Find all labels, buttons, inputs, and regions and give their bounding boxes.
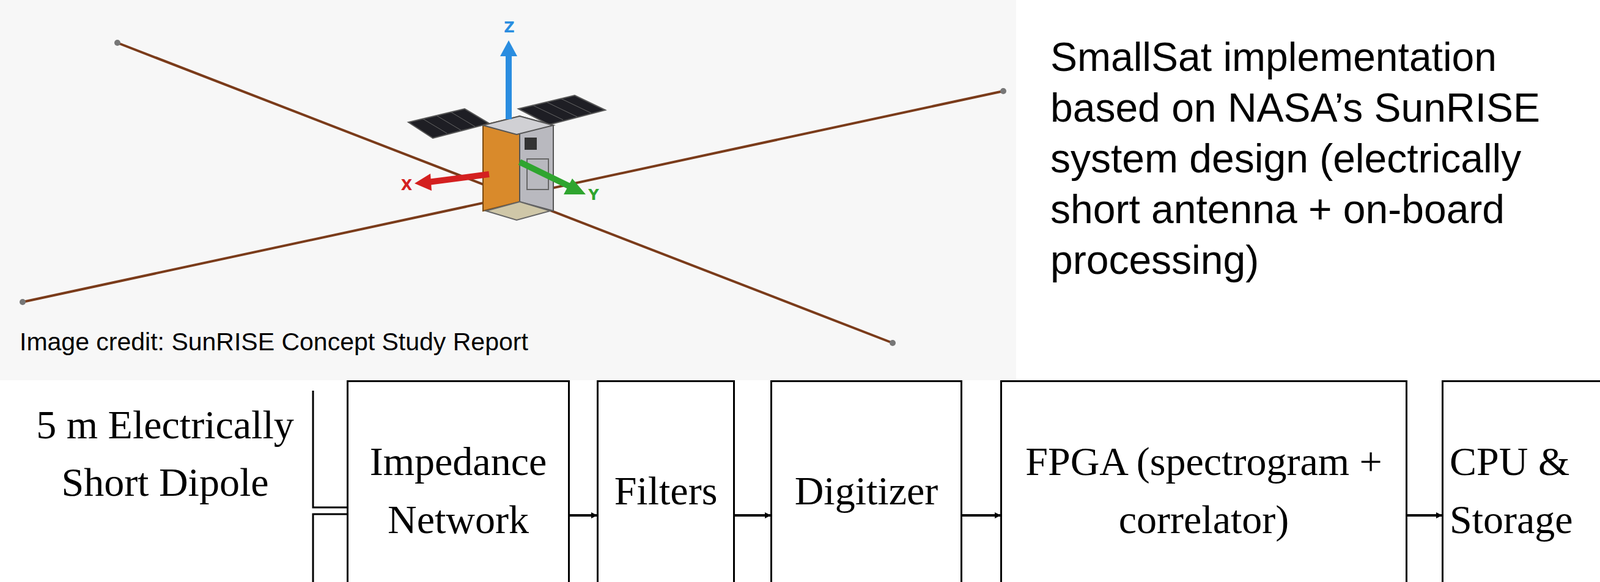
solar-panel — [408, 108, 490, 139]
box-text: Filters — [614, 461, 718, 520]
y-axis — [519, 162, 570, 187]
process-box: Filters — [596, 380, 735, 582]
signal-arrow — [734, 514, 771, 517]
antenna-element — [117, 42, 893, 343]
signal-arrow — [962, 514, 1001, 517]
component — [524, 137, 537, 150]
spacecraft-base — [486, 201, 551, 221]
box-text: FPGA (spectrogram + correlator) — [1011, 432, 1396, 549]
x-axis — [427, 174, 490, 183]
process-box: CPU & Storage — [1441, 380, 1600, 582]
description-text: SmallSat implementation based on NASA’s … — [1050, 31, 1600, 286]
box-text: Impedance Network — [358, 432, 559, 549]
signal-arrow — [1407, 514, 1442, 517]
box-text: CPU & Storage — [1449, 432, 1600, 549]
antenna-label: 5 m Electrically Short Dipole — [30, 396, 300, 512]
process-box: FPGA (spectrogram + correlator) — [1000, 380, 1408, 582]
antenna-tip — [889, 339, 896, 347]
process-box: Digitizer — [770, 380, 963, 582]
dipole-feed — [313, 390, 347, 508]
image-credit: Image credit: SunRISE Concept Study Repo… — [19, 326, 754, 358]
axis-head — [414, 173, 432, 191]
antenna-tip — [1000, 88, 1007, 95]
antenna-tip — [114, 39, 121, 46]
dipole-feed — [313, 514, 347, 582]
process-box: Impedance Network — [346, 380, 570, 582]
box-text: Digitizer — [794, 461, 939, 520]
spacecraft-top — [482, 116, 554, 135]
axis-label: X — [397, 176, 416, 195]
axis-label: Z — [500, 18, 519, 37]
axis-label: Y — [584, 185, 603, 205]
antenna-tip — [19, 298, 26, 306]
axis-head — [500, 40, 518, 57]
z-axis — [505, 53, 512, 120]
signal-arrow — [569, 514, 597, 517]
antenna-element — [22, 91, 1004, 303]
axis-head — [563, 178, 586, 195]
